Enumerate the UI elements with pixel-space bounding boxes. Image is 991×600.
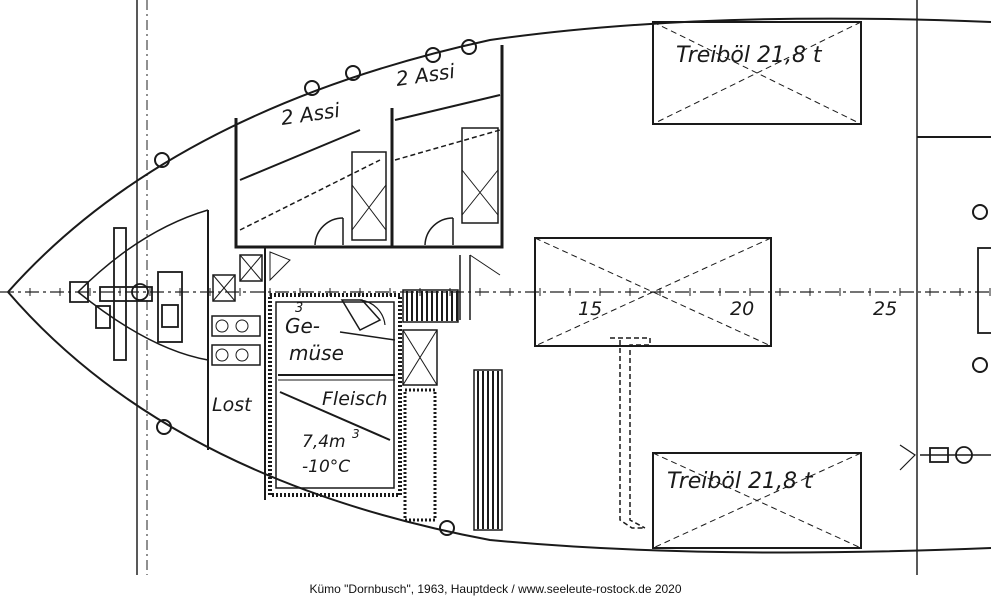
label-volume: 7,4m: [302, 432, 346, 452]
deck-plan-drawing: 2 Assi 2 Assi Treiböl 21,8 t Treiböl 21,…: [0, 0, 991, 575]
label-vegetables-1: Ge-: [285, 314, 320, 338]
cold-store: [268, 293, 402, 497]
label-fuel-tank-top: Treiböl 21,8 t: [676, 43, 823, 68]
cabin-2: [390, 45, 504, 249]
bow-store: [207, 210, 291, 500]
label-vegetables-sup: 3: [295, 301, 303, 316]
hull-outline: [7, 17, 991, 554]
label-volume-sup: 3: [352, 427, 360, 441]
fuel-tank-top: [652, 21, 862, 125]
center-tank: [534, 237, 772, 529]
cabin-1: [234, 108, 394, 249]
label-lost: Lost: [212, 394, 253, 416]
fuel-tank-bottom: [652, 452, 862, 549]
frame-number-15: 15: [578, 298, 602, 320]
label-cabin-1: 2 Assi: [279, 98, 341, 130]
portholes: [154, 39, 988, 536]
frame-number-25: 25: [873, 298, 897, 320]
stairs-gratings: [402, 254, 503, 531]
caption: Kümo "Dornbusch", 1963, Hauptdeck / www.…: [309, 582, 682, 596]
label-meat: Fleisch: [322, 388, 388, 410]
label-fuel-tank-bottom: Treiböl 21,8 t: [667, 469, 814, 494]
label-temperature: -10°C: [302, 457, 350, 477]
aft-fittings: [899, 136, 991, 471]
frame-number-20: 20: [730, 298, 754, 320]
anchor-windlass: [69, 227, 183, 361]
label-cabin-2: 2 Assi: [394, 59, 456, 91]
label-vegetables-2: müse: [289, 341, 344, 365]
